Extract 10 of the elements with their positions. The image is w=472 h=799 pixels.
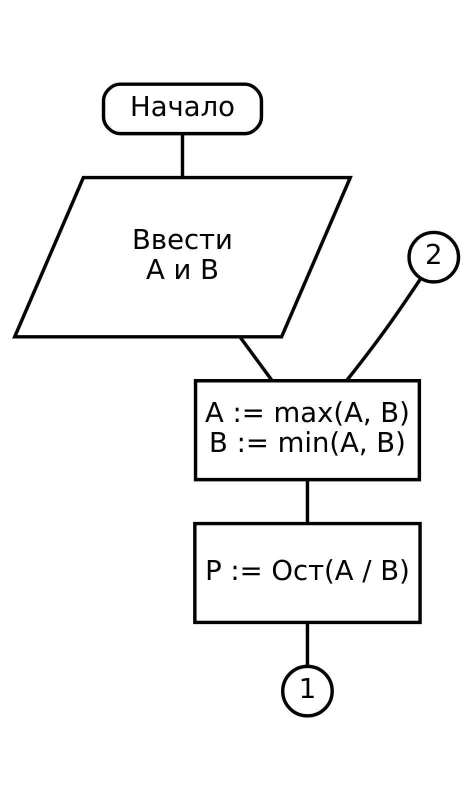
connector bbox=[305, 479, 309, 523]
connector bbox=[305, 622, 309, 666]
node-circle: 1 bbox=[280, 664, 334, 718]
node-circle: 2 bbox=[406, 230, 460, 284]
connector bbox=[344, 277, 422, 382]
node-box: A := max(A, B) B := min(A, B) bbox=[193, 378, 421, 481]
connector bbox=[180, 133, 184, 177]
connector bbox=[238, 336, 273, 382]
node-box: P := Ост(A / B) bbox=[192, 521, 422, 624]
node-box: Начало bbox=[101, 82, 263, 135]
